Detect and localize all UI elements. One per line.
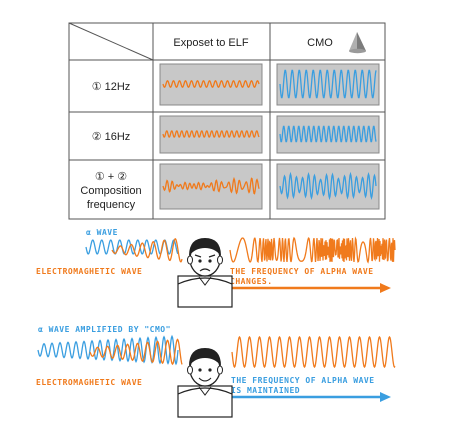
alpha-wave-left [85,239,179,255]
row-label-composition-2: Composition [80,185,141,197]
alpha-wave-label: α WAVE [86,228,118,237]
arrow-right-icon [231,392,391,402]
table-corner-diagonal [68,22,154,61]
comparison-table: Exposet to ELF CMO ① 12Hz ② 16Hz ① + ② C… [68,22,386,220]
scene-alpha-maintained: α WAVE AMPLIFIED BY "CMO" ELECTROMAGHETI… [36,325,396,418]
em-wave-right [229,236,396,264]
result-text-line2: CHANGES. [230,277,273,286]
em-wave-right [231,335,396,369]
col-header-elf: Exposet to ELF [173,37,248,49]
em-wave-left [111,238,183,263]
cmo-wave-12hz [279,69,377,99]
elf-wave-16hz [162,130,260,138]
arrow-right-icon [230,283,391,293]
happy-face-icon [177,348,233,418]
row-label-composition-3: frequency [87,199,136,211]
row-label-composition-1: ① + ② [95,171,127,183]
em-wave-left [89,338,183,366]
elf-panel-composition [159,163,263,210]
result-text-line1: THE FREQUENCY OF ALPHA WAVE [231,376,375,385]
row-label-16hz: ② 16Hz [92,131,131,143]
amplified-alpha-wave-left [37,334,179,366]
cone-icon [349,32,366,54]
amplified-alpha-label: α WAVE AMPLIFIED BY "CMO" [38,325,171,334]
cmo-wave-composition [279,171,377,201]
col-header-cmo: CMO [307,37,333,49]
elf-wave-composition [162,176,260,195]
scene-alpha-changes: α WAVE ELECTROMAGHETIC WAVE THE FREQUENC… [36,228,396,308]
em-wave-label: ELECTROMAGHETIC WAVE [36,378,142,387]
row-label-12hz: ① 12Hz [92,81,131,93]
cmo-wave-16hz [279,125,377,143]
sad-face-icon [177,238,233,308]
em-wave-label: ELECTROMAGHETIC WAVE [36,267,142,276]
result-text-line1: THE FREQUENCY OF ALPHA WAVE [230,267,374,276]
result-text-line2: IS MAINTAINED [231,386,300,395]
elf-wave-12hz [162,79,260,89]
